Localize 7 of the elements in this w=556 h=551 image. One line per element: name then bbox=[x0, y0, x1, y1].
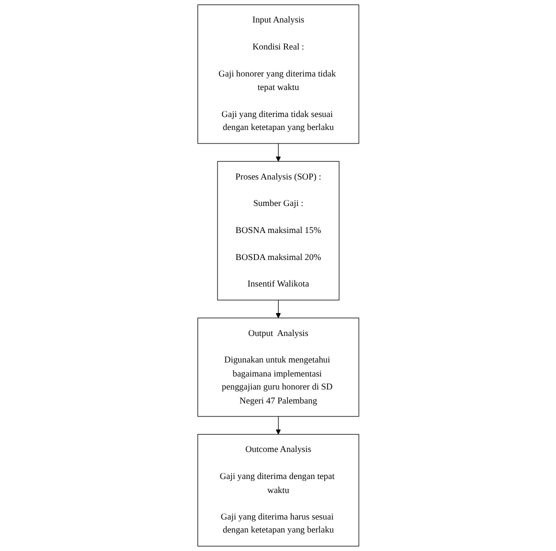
node-box: Output Analysis Digunakan untuk mengetahui bagaimana implementasi penggajian guru honorer di SD Negeri 47 Palembang bbox=[197, 318, 359, 417]
arrow bbox=[275, 143, 281, 162]
node-box: Proses Analysis (SOP) : Sumber Gaji : BOSNA maksimal 15% BOSDA maksimal 20% Insentif Walikota bbox=[216, 161, 340, 300]
node-box: Input Analysis Kondisi Real : Gaji honorer yang diterima tidak tepat waktu Gaji yang diterima tidak sesuai dengan ketetapan yang berlaku bbox=[197, 4, 359, 144]
arrow bbox=[275, 300, 281, 318]
node-box: Outcome Analysis Gaji yang diterima dengan tepat waktu Gaji yang diterima harus sesuai dengan ketetapan yang berlaku bbox=[197, 434, 359, 546]
arrow bbox=[275, 416, 281, 435]
